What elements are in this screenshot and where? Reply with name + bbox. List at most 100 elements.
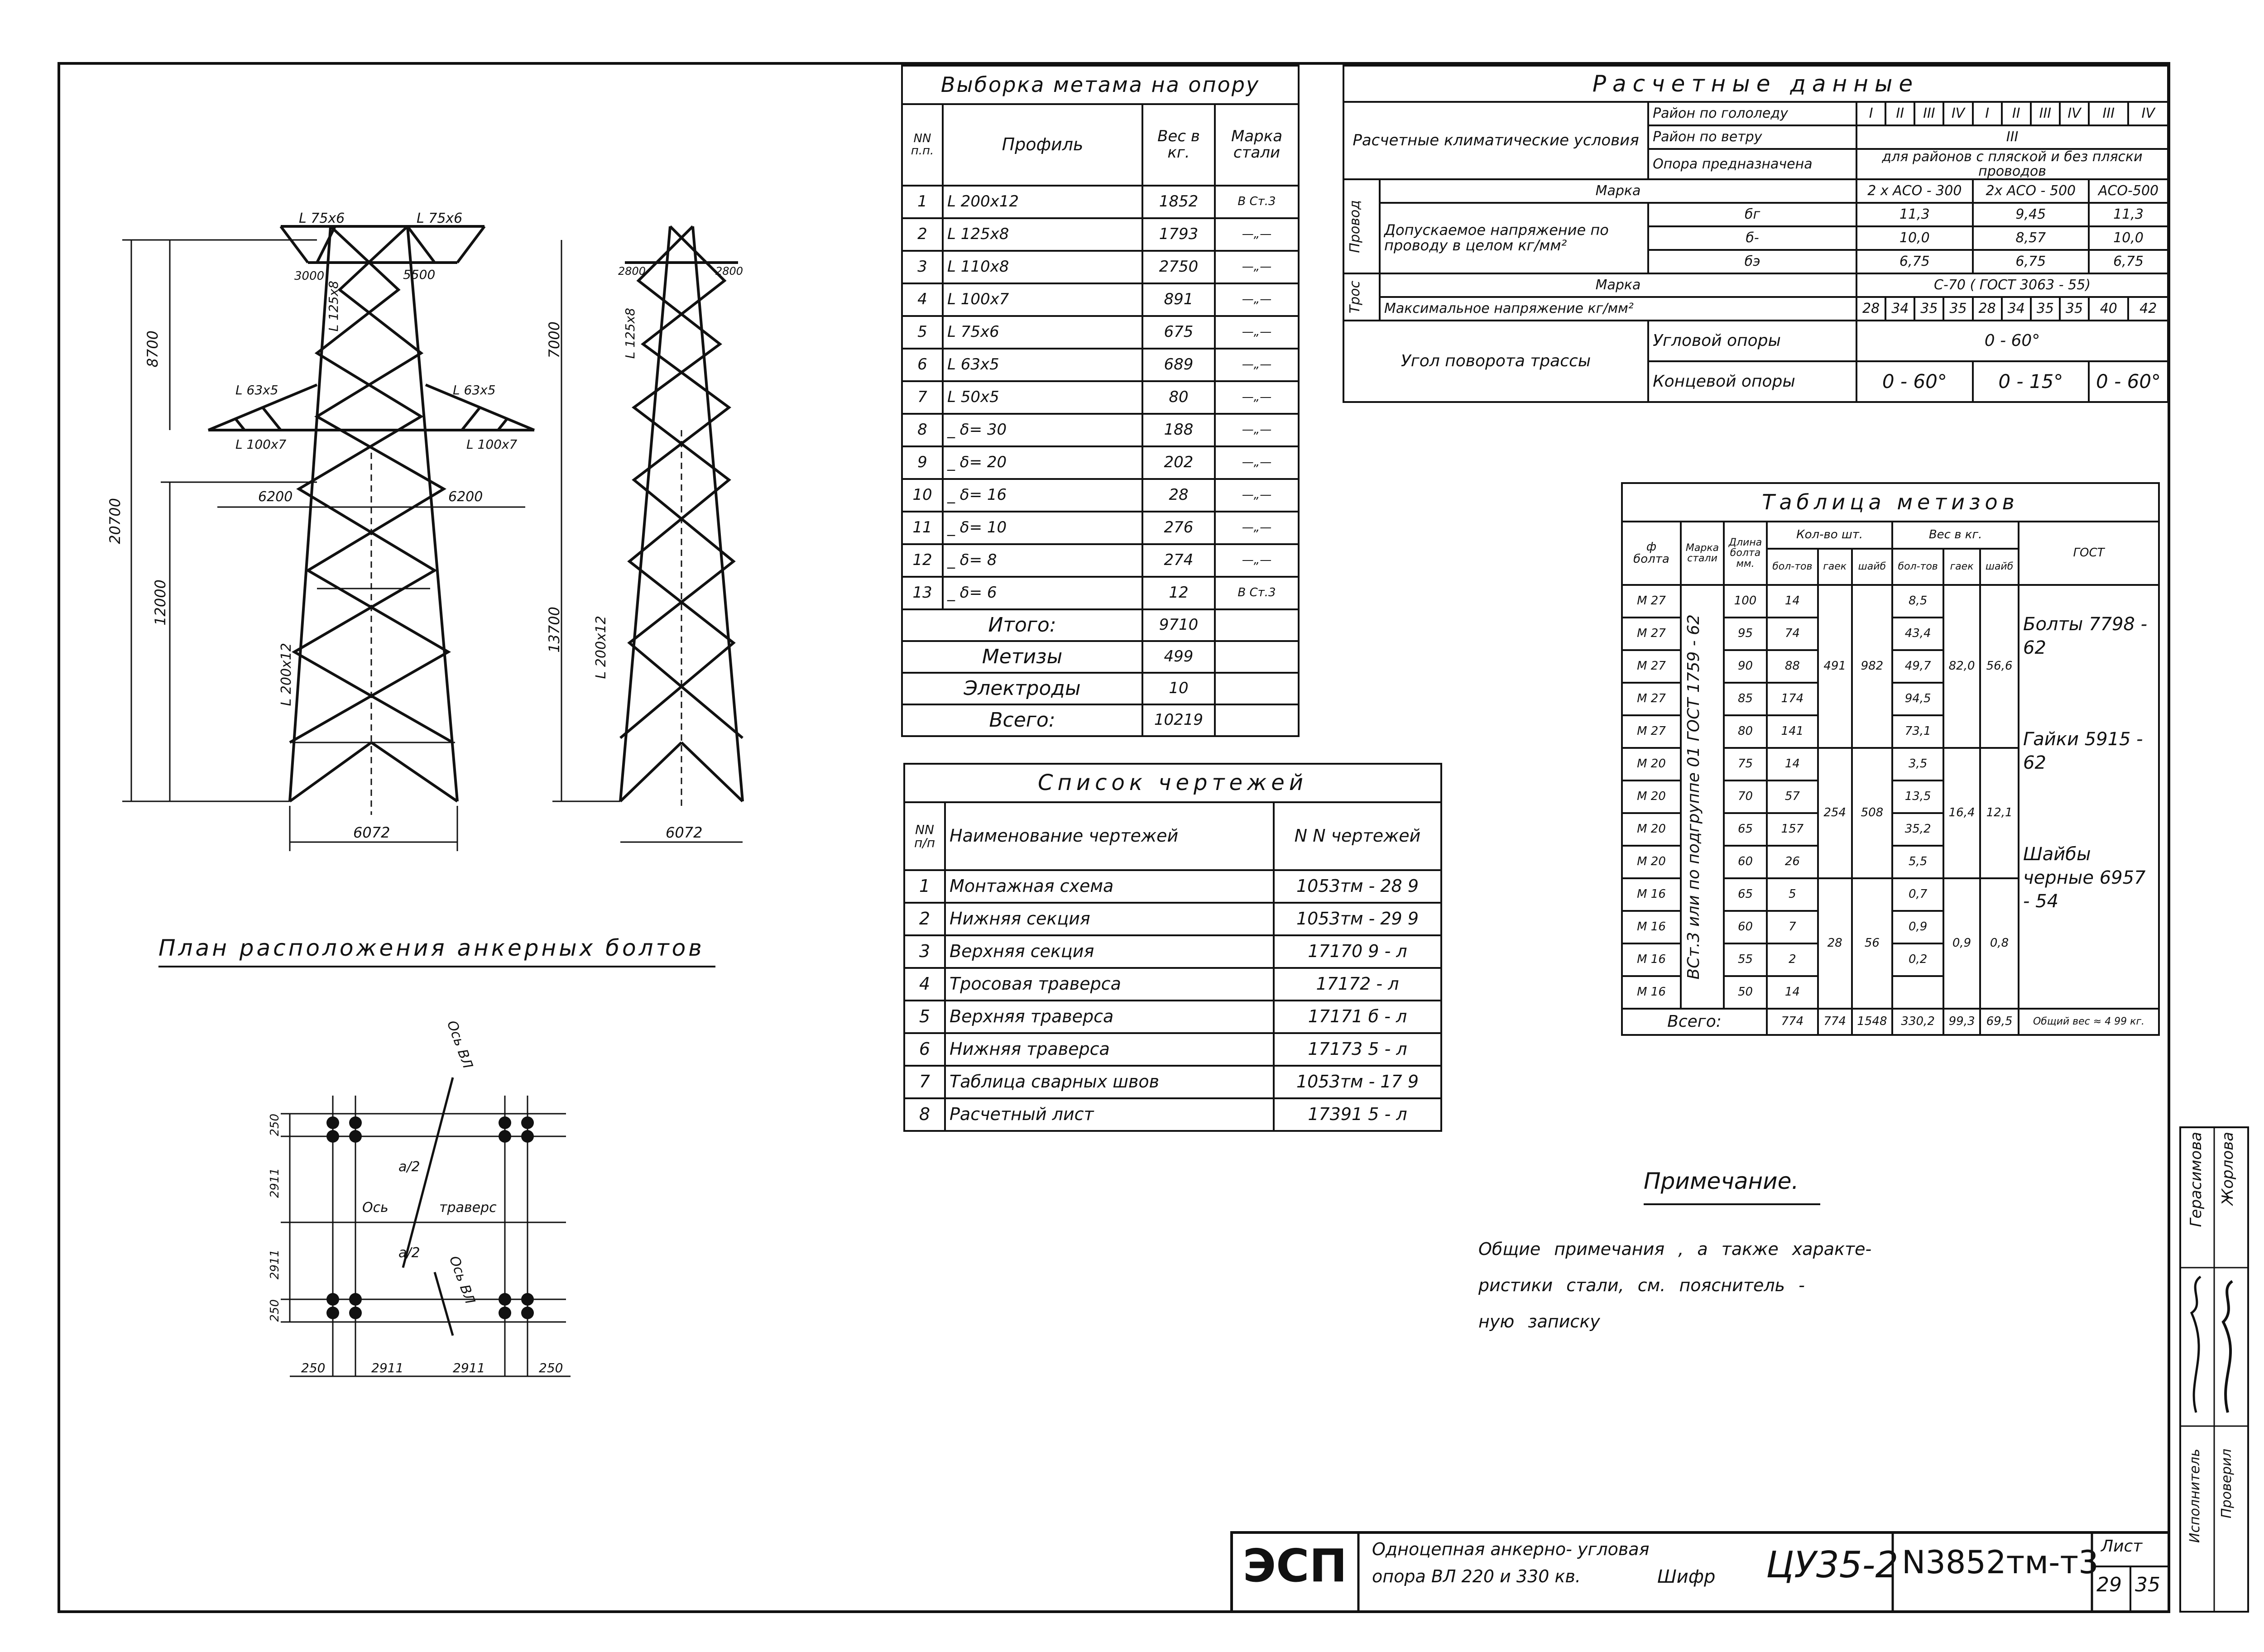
drawing-cell-num: 1053тм - 17 9: [1273, 1065, 1442, 1099]
max-stress-10: 42: [2127, 296, 2169, 321]
label-13700: 13700: [546, 607, 563, 653]
metal-cell-p: _ δ= 8: [942, 543, 1143, 578]
calc-end-label: Концевой опоры: [1647, 360, 1858, 403]
metal-cell-p: _ δ= 6: [942, 576, 1143, 610]
metal-cell-n: 5: [901, 315, 944, 350]
metal-cell-p: L 200x12: [942, 185, 1143, 219]
hw-weight: 35,2: [1891, 812, 1945, 847]
hw-group-wwash: 12,1: [1979, 747, 2019, 879]
drawing-cell-num: 1053тм - 29 9: [1273, 902, 1442, 936]
label-l125-side: L 125x8: [623, 308, 638, 359]
calc-wire-mark-label: Марка: [1378, 178, 1858, 204]
hw-dia: М 16: [1621, 877, 1682, 912]
label-l100-left: L 100x7: [235, 437, 287, 452]
drawing-cell-n: 8: [903, 1097, 946, 1132]
hw-dia: М 16: [1621, 975, 1682, 1010]
metal-cell-p: _ δ= 10: [942, 511, 1143, 545]
calc-angle-label: Угол поворота трассы: [1342, 320, 1650, 403]
wire-mark-1: 2 x АСО - 300: [1856, 178, 1974, 204]
max-stress-9: 40: [2088, 296, 2130, 321]
metal-total-label: Итого:: [901, 608, 1143, 642]
metal-h-profile: Профиль: [942, 103, 1143, 187]
label-6200-left: 6200: [258, 489, 293, 505]
metal-total-label: Всего:: [901, 704, 1143, 737]
hw-weight: 0,2: [1891, 943, 1945, 977]
ice-8: IV: [2058, 101, 2090, 126]
metal-cell-g: —„—: [1214, 543, 1300, 578]
hw-len: 60: [1723, 845, 1768, 879]
hw-total-1: 774: [1766, 1008, 1819, 1036]
metal-cell-n: 11: [901, 511, 944, 545]
ice-3: III: [1914, 101, 1945, 126]
calc-stress-label: Допускаемое напряжение по проводу в цело…: [1378, 202, 1650, 274]
calc-cable-mark-value: С-70 ( ГОСТ 3063 - 55): [1856, 273, 2169, 298]
hw-dia: М 20: [1621, 812, 1682, 847]
wire-mark-2: 2x АСО - 500: [1971, 178, 2090, 204]
end-value-1: 0 - 60°: [1856, 360, 1974, 403]
stamp-cipher-label: Шифр: [1657, 1566, 1716, 1587]
label-l63-right: L 63x5: [453, 383, 496, 397]
drawing-cell-n: 1: [903, 869, 946, 904]
metal-total-value: 10219: [1142, 704, 1216, 737]
hw-h-qwash: шайб: [1851, 548, 1894, 586]
hw-group-wwash: 56,6: [1979, 584, 2019, 749]
metal-cell-g: В Ст.3: [1214, 576, 1300, 610]
max-stress-8: 35: [2058, 296, 2090, 321]
note-line-2: ристики стали, см. пояснитель -: [1478, 1275, 1805, 1295]
hw-len: 60: [1723, 910, 1768, 944]
plan-a2-bottom: a/2: [398, 1245, 420, 1261]
metal-title: Выборка метама на опору: [901, 65, 1300, 105]
hw-group-nuts: 254: [1817, 747, 1853, 879]
metal-cell-g: В Ст.3: [1214, 185, 1300, 219]
hw-total-4: 330,2: [1891, 1008, 1945, 1036]
metal-cell-p: L 110x8: [942, 250, 1143, 284]
label-top-left: L 75x6: [299, 211, 345, 226]
side-role-2: Проверил: [2219, 1449, 2235, 1518]
hw-group-wnut: 0,9: [1943, 877, 1981, 1010]
ice-9: III: [2088, 101, 2130, 126]
hw-h-qbolt: бол-тов: [1766, 548, 1819, 586]
stress-sym-2: б-: [1647, 225, 1858, 251]
note-title: Примечание.: [1644, 1168, 1799, 1194]
metal-cell-g: —„—: [1214, 380, 1300, 415]
metal-cell-w: 12: [1142, 576, 1216, 610]
hw-h-grade: Марка стали: [1680, 521, 1725, 586]
metal-total-empty: [1214, 608, 1300, 642]
stamp-cipher: ЦУ35-2: [1766, 1544, 1899, 1586]
metal-cell-p: L 50x5: [942, 380, 1143, 415]
hw-dia: М 27: [1621, 682, 1682, 716]
ice-5: I: [1971, 101, 2003, 126]
side-name-1: Герасимова: [2187, 1132, 2205, 1227]
plan-bdim-2911-b: 2911: [453, 1360, 485, 1375]
hw-gost_wash: Шайбы черные 6957 - 54: [2023, 844, 2146, 912]
metal-cell-g: —„—: [1214, 511, 1300, 545]
max-stress-3: 35: [1914, 296, 1945, 321]
metal-cell-w: 276: [1142, 511, 1216, 545]
hw-weight: 43,4: [1891, 617, 1945, 651]
drawing-cell-n: 5: [903, 1000, 946, 1034]
label-l125-front: L 125x8: [326, 281, 341, 332]
max-stress-4: 35: [1943, 296, 1974, 321]
hardware-title: Таблица метизов: [1621, 482, 2160, 522]
metal-h-grade: Марка стали: [1214, 103, 1300, 187]
metal-cell-n: 7: [901, 380, 944, 415]
metal-cell-w: 1793: [1142, 217, 1216, 252]
hw-qty: 7: [1766, 910, 1819, 944]
hw-total-5: 99,3: [1943, 1008, 1981, 1036]
stamp-sheet: 29: [2096, 1573, 2122, 1596]
label-6072-side: 6072: [666, 824, 703, 841]
hw-weight: 49,7: [1891, 649, 1945, 684]
hw-qty: 57: [1766, 780, 1819, 814]
hw-grade-vertical: ВСт.3 или по подгруппе 01 ГОСТ 1759 - 62: [1680, 584, 1725, 1010]
drawings-h-nn: NN п/п: [903, 801, 946, 871]
hw-dia: М 27: [1621, 714, 1682, 749]
